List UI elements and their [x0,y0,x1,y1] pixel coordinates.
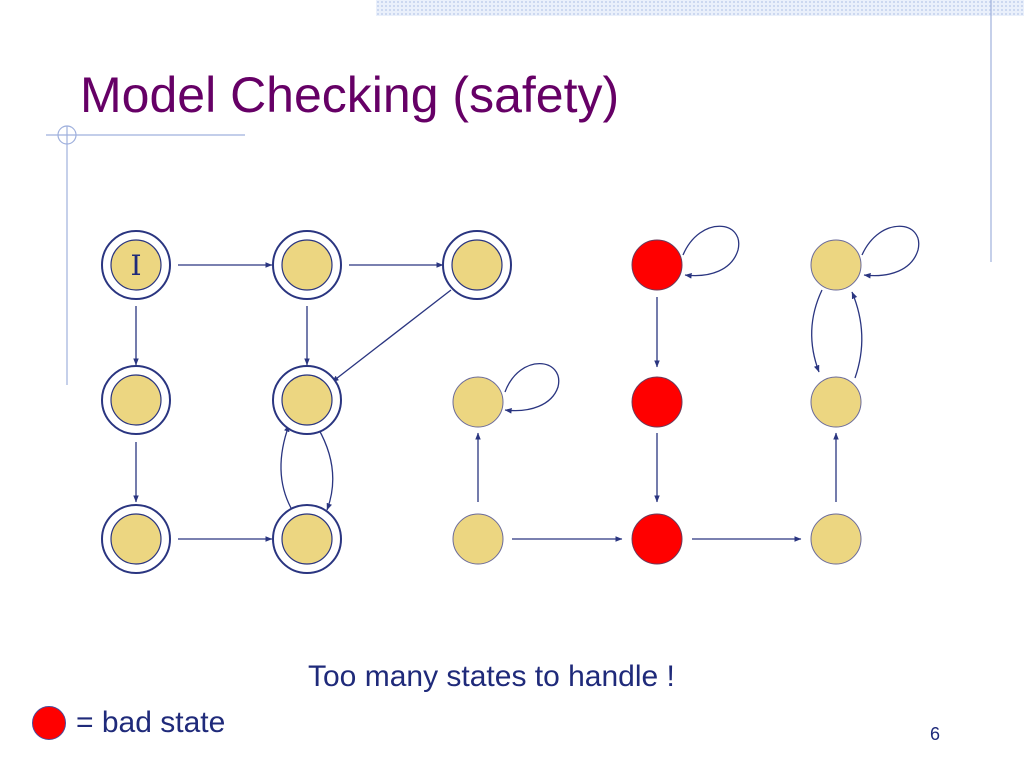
edge-n3-n5 [331,289,452,383]
slide-title: Model Checking (safety) [80,67,620,123]
state-node-reachable [272,230,342,300]
edge-n10-selfloop [682,225,740,279]
state-node-good [452,376,504,428]
state-node-reachable [101,365,171,435]
slide-caption: Too many states to handle ! [308,660,675,693]
state-node-bad [631,376,683,428]
state-node-reachable [442,230,512,300]
state-node-initial: I [101,230,171,300]
edge-n8-selfloop [504,363,560,414]
reachable-states: I [101,230,512,574]
initial-state-label: I [130,249,141,282]
legend-label: = bad state [76,706,226,739]
bad-states [631,239,683,565]
state-node-reachable [272,504,342,574]
state-node-good [810,239,862,291]
edge-n13-selfloop [861,225,920,279]
state-node-good [810,513,862,565]
edges [133,225,920,542]
edge-n13-n14 [811,289,823,373]
state-node-good [810,376,862,428]
decor-crosshair-ring [57,125,77,145]
state-node-reachable [101,504,171,574]
unreachable-states [452,239,862,565]
page-number: 6 [929,724,940,744]
top-decor-band [376,0,1024,16]
edge-n14-n13 [851,291,863,379]
state-node-good [452,513,504,565]
legend: = bad state [32,703,225,743]
bad-state-legend-dot [32,706,66,740]
state-node-reachable [272,365,342,435]
state-node-bad [631,239,683,291]
edge-n5-n7 [317,427,334,511]
state-node-bad [631,513,683,565]
edge-n7-n5 [280,424,292,509]
